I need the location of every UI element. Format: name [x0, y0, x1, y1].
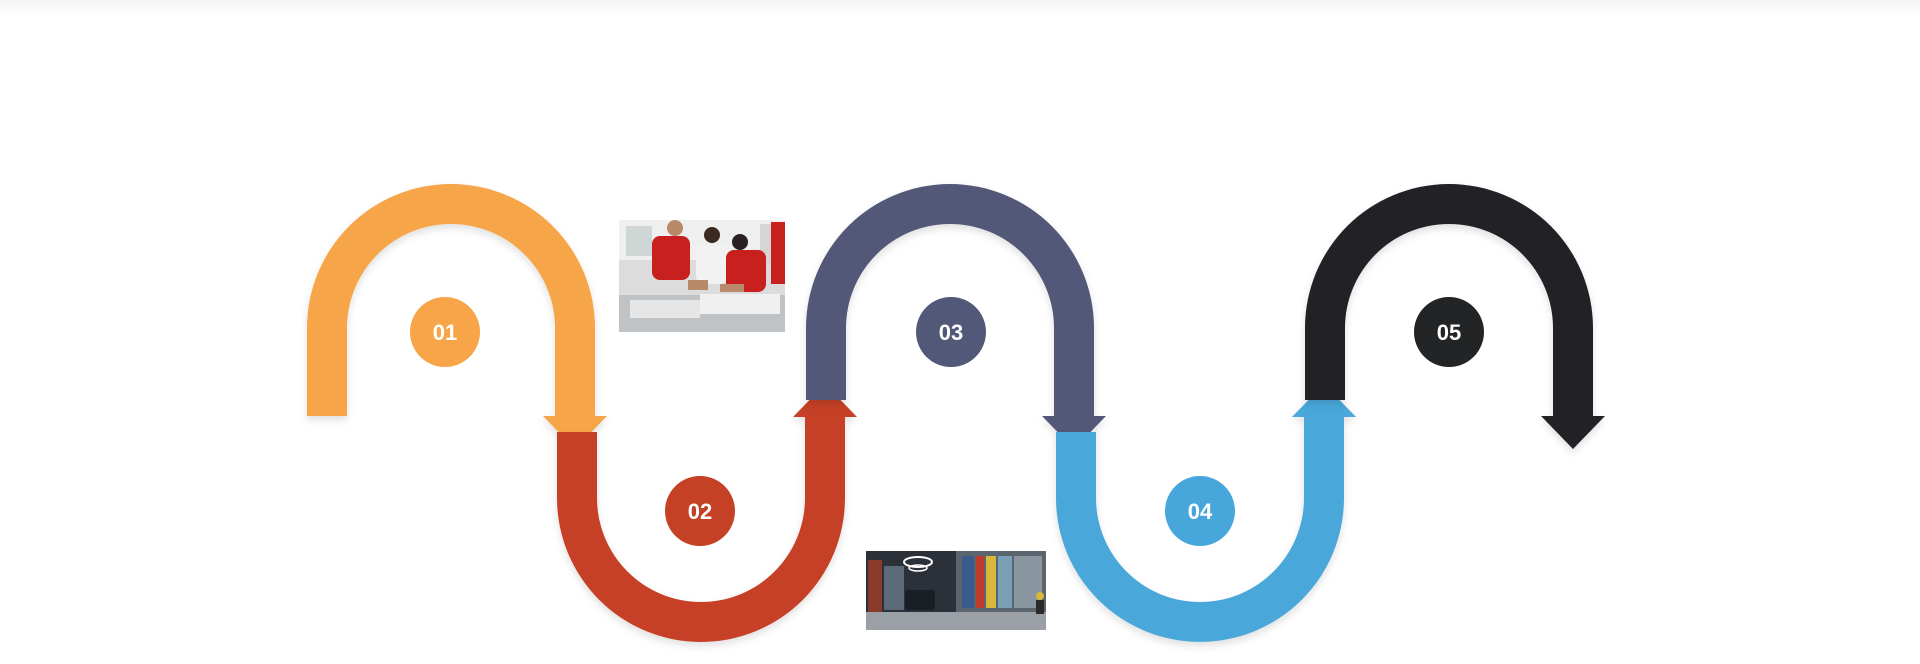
step-01-badge: 01 — [410, 297, 480, 367]
top-shade — [0, 0, 1920, 18]
step-02-label: 02 — [688, 499, 712, 524]
step-04-arrow-icon — [1292, 384, 1356, 417]
step-04-badge: 04 — [1165, 476, 1235, 546]
step-03-arc-band — [806, 184, 1094, 416]
step-01-badge-circle — [410, 297, 480, 367]
step-05-label: 05 — [1437, 320, 1461, 345]
showroom-photo — [866, 551, 1046, 630]
step-02-badge: 02 — [665, 476, 735, 546]
step-03-badge: 03 — [916, 297, 986, 367]
step-05-badge: 05 — [1414, 297, 1484, 367]
step-05-arc — [1305, 184, 1605, 449]
step-03-label: 03 — [939, 320, 963, 345]
step-05-badge-circle — [1414, 297, 1484, 367]
step-05-arc-band — [1305, 184, 1593, 416]
step-04-label: 04 — [1188, 499, 1213, 524]
step-04-arc-band — [1056, 417, 1344, 642]
step-02-arc — [557, 384, 857, 642]
step-01-label: 01 — [433, 320, 457, 345]
step-04-badge-circle — [1165, 476, 1235, 546]
step-05-arrow-icon — [1541, 416, 1605, 449]
step-02-badge-circle — [665, 476, 735, 546]
workshop-photo — [619, 220, 785, 332]
step-02-arrow-icon — [793, 384, 857, 417]
step-02-arc-band — [557, 417, 845, 642]
step-03-badge-circle — [916, 297, 986, 367]
step-01-arc-band — [307, 184, 595, 416]
step-04-arc — [1056, 384, 1356, 642]
